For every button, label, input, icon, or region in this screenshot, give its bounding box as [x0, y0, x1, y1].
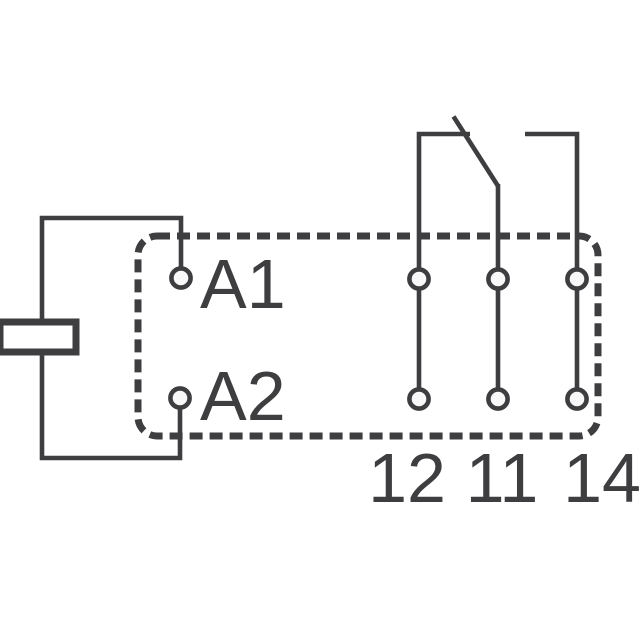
coil-wire-top	[39, 215, 184, 320]
terminal-11-pin-circle	[486, 387, 510, 411]
label-a2: A2	[200, 357, 286, 435]
label-11: 11	[466, 439, 539, 517]
label-12: 12	[368, 439, 446, 517]
terminal-a1-circle	[169, 266, 193, 290]
label-14: 14	[563, 439, 640, 517]
no-contact-bracket	[525, 131, 580, 268]
relay-case-outline	[134, 232, 602, 440]
terminal-a2-circle	[168, 386, 192, 410]
terminal-14-pin-circle	[565, 387, 589, 411]
coil-symbol	[0, 318, 80, 356]
terminal-12-pin-circle	[407, 387, 431, 411]
terminal-11-upper-circle	[486, 267, 510, 291]
label-a1: A1	[200, 245, 286, 323]
terminal-12-upper-circle	[407, 267, 431, 291]
switch-blade	[451, 115, 500, 188]
coil-circuit	[0, 215, 193, 461]
coil-wire-bottom	[39, 353, 183, 461]
contact-column-nc	[407, 131, 470, 411]
nc-contact-bar	[416, 131, 470, 268]
terminal-14-upper-circle	[565, 267, 589, 291]
contact-column-common	[451, 115, 510, 411]
contact-column-no	[525, 131, 589, 411]
